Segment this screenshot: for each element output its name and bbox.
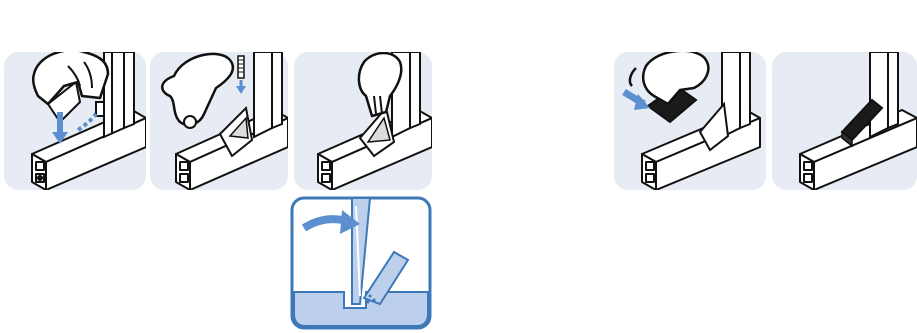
hand-inserting-screw-icon: [150, 52, 288, 190]
screwdriver-detail-icon: [290, 196, 432, 330]
finished-cover-icon: [772, 52, 917, 190]
step-2-panel: [150, 52, 288, 190]
hand-tightening-bracket-icon: [294, 52, 432, 190]
step-4-panel: [614, 52, 766, 190]
step-3-panel: [294, 52, 432, 190]
step-1-panel: [4, 52, 146, 190]
hand-placing-bracket-icon: [4, 52, 146, 190]
detail-panel: [290, 196, 432, 330]
step-5-panel: [772, 52, 917, 190]
hand-placing-cover-icon: [614, 52, 766, 190]
